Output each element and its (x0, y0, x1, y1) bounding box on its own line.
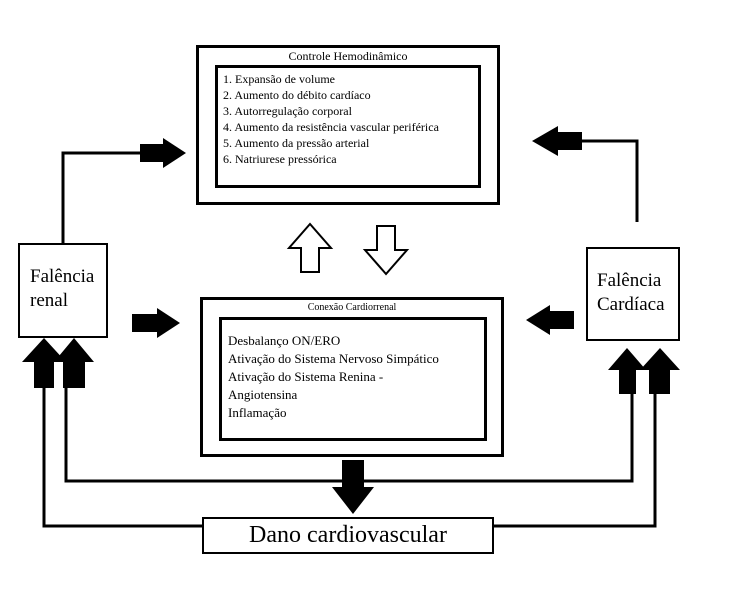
cardiorenal-list-box: Desbalanço ON/ERO Ativação do Sistema Ne… (219, 317, 487, 441)
cardiorenal-connection-box: Conexão Cardiorrenal Desbalanço ON/ERO A… (200, 297, 504, 457)
cardiac-failure-line2: Cardíaca (597, 294, 665, 315)
cardiorenal-title: Conexão Cardiorrenal (307, 302, 397, 313)
damage-to-cardiac-line (493, 394, 657, 528)
hemodynamic-title: Controle Hemodinâmico (288, 49, 408, 63)
list-item: Inflamação (228, 405, 287, 420)
list-item: 1. Expansão de volume (223, 72, 335, 86)
cardiovascular-damage-label: Dano cardiovascular (249, 522, 447, 548)
list-item: Ativação do Sistema Nervoso Simpático (228, 351, 439, 366)
hemodynamic-list-box: 1. Expansão de volume 2. Aumento do débi… (215, 65, 481, 188)
hemodynamic-control-box: Controle Hemodinâmico 1. Expansão de vol… (196, 45, 500, 205)
list-item: Desbalanço ON/ERO (228, 333, 341, 348)
list-item: 6. Natriurese pressórica (223, 152, 337, 166)
list-item: Angiotensina (228, 387, 298, 402)
renal-to-hemodynamic-line (61, 151, 140, 243)
inner-loop-right-line (350, 394, 634, 483)
renal-failure-box: Falência renal (18, 243, 108, 338)
arrow-left-to-hemodynamic-icon (532, 126, 582, 156)
cardiorenal-list: Desbalanço ON/ERO Ativação do Sistema Ne… (228, 332, 484, 422)
arrow-right-to-hemodynamic-icon (140, 138, 186, 168)
arrow-up-cardiac-inner-icon (608, 348, 646, 394)
list-item: Ativação do Sistema Renina - (228, 369, 384, 384)
list-item: 3. Autorregulação corporal (223, 104, 352, 118)
hemodynamic-list: 1. Expansão de volume 2. Aumento do débi… (223, 71, 478, 167)
arrow-up-cardiac-outer-icon (640, 348, 680, 394)
hollow-up-arrow-icon (286, 222, 334, 273)
arrow-right-to-cardiorenal-icon (132, 308, 180, 338)
damage-to-renal-line (42, 388, 203, 528)
cardiovascular-damage-box: Dano cardiovascular (202, 517, 494, 554)
cardiac-to-hemodynamic-line (582, 139, 639, 222)
list-item: 5. Aumento da pressão arterial (223, 136, 370, 150)
renal-failure-line2: renal (30, 290, 68, 311)
arrow-left-to-cardiorenal-icon (526, 305, 574, 335)
arrow-up-renal-outer-icon (22, 338, 66, 388)
list-item: 2. Aumento do débito cardíaco (223, 88, 371, 102)
renal-failure-line1: Falência (30, 266, 95, 287)
cardiac-failure-line1: Falência (597, 270, 662, 291)
inner-loop-left-line (64, 388, 350, 483)
cardiac-failure-box: Falência Cardíaca (586, 247, 680, 341)
hollow-down-arrow-icon (362, 225, 410, 276)
list-item: 4. Aumento da resistência vascular perif… (223, 120, 439, 134)
arrow-up-renal-inner-icon (54, 338, 94, 388)
arrow-down-to-damage-icon (332, 460, 374, 514)
